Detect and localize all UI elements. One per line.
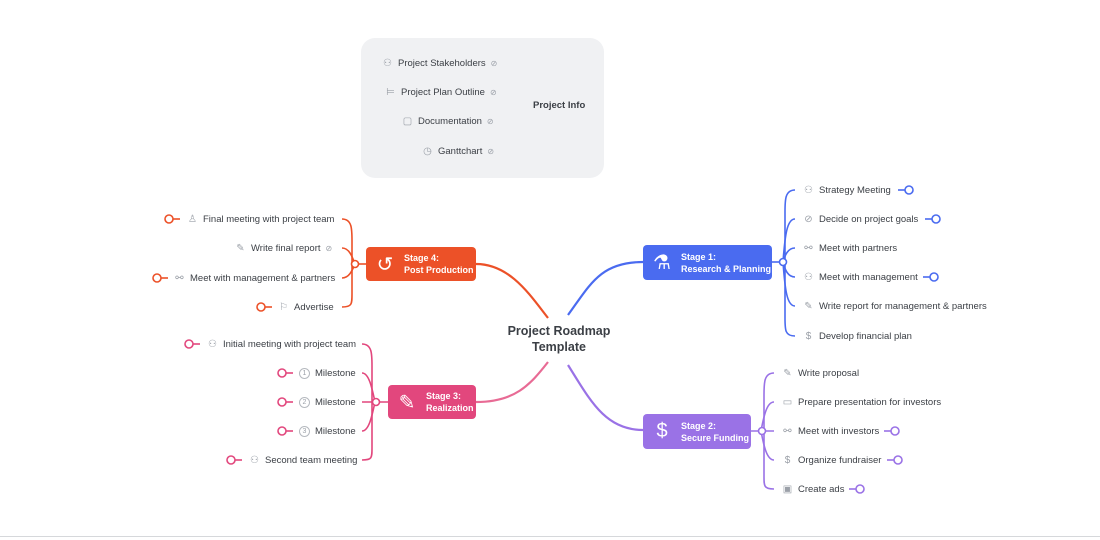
people-icon: ⚇ [250, 454, 259, 466]
people-icon: ⚇ [804, 184, 813, 196]
stage1-item-strategy-meeting[interactable]: ⚇Strategy Meeting [804, 184, 891, 196]
stage4-item-meet-management-partners[interactable]: ⚯Meet with management & partners [175, 272, 336, 284]
pencil-icon: ✎ [236, 242, 245, 254]
info-item-plan-outline[interactable]: ⊨ Project Plan Outline ⊘ [386, 86, 497, 98]
pencil-icon: ✎ [804, 300, 813, 312]
stage1-item-project-goals[interactable]: ⊘Decide on project goals [804, 213, 919, 225]
handshake-icon: ⚯ [804, 242, 813, 254]
stage3-link-markers [184, 339, 293, 465]
dollar-icon: $ [656, 420, 668, 442]
stage1-node [778, 257, 788, 267]
person-icon: ♙ [188, 213, 197, 225]
attachment-icon[interactable]: ⊘ [325, 243, 333, 253]
connector-stage4 [475, 262, 549, 319]
presentation-icon: ▭ [782, 396, 793, 408]
stage4-topic[interactable]: ↺ Stage 4:Post Production [366, 247, 476, 281]
stage2-link-markers [849, 426, 903, 494]
stage1-item-meet-partners[interactable]: ⚯Meet with partners [804, 242, 898, 254]
stage2-topic[interactable]: $ Stage 2:Secure Funding [643, 414, 751, 449]
stage1-item-financial-plan[interactable]: $Develop financial plan [803, 329, 912, 343]
clock-icon: ◷ [423, 145, 432, 157]
history-icon: ↺ [376, 253, 394, 276]
stage1-link-markers [898, 185, 941, 282]
bottom-divider [0, 536, 1100, 537]
outline-icon: ⊨ [386, 86, 395, 98]
connector-stage2 [567, 364, 644, 432]
central-topic[interactable]: Project Roadmap Template [507, 324, 611, 354]
people-icon: ⚇ [383, 57, 392, 69]
project-info-panel [361, 38, 604, 178]
stage3-node [371, 397, 381, 407]
stage1-item-meet-management[interactable]: ⚇Meet with management [804, 271, 918, 283]
dollar-icon: $ [805, 330, 812, 342]
handshake-icon: ⚯ [175, 272, 184, 284]
stage2-item-write-proposal[interactable]: ✎Write proposal [783, 367, 860, 379]
stage2-item-meet-investors[interactable]: ⚯Meet with investors [783, 425, 880, 437]
stage2-node [757, 426, 767, 436]
pencil-icon: ✎ [783, 367, 792, 379]
stage4-item-final-report[interactable]: ✎Write final report⊘ [236, 242, 333, 254]
stage3-topic[interactable]: ✎ Stage 3:Realization [388, 385, 476, 419]
stage3-item-initial-meeting[interactable]: ⚇Initial meeting with project team [208, 338, 357, 350]
connector-stage1 [567, 260, 644, 316]
stage1-item-write-report[interactable]: ✎Write report for management & partners [804, 300, 987, 312]
info-item-documentation[interactable]: ▢ Documentation ⊘ [402, 115, 494, 127]
dollar-icon: $ [784, 454, 791, 466]
image-icon: ▣ [782, 483, 793, 495]
attachment-icon[interactable]: ⊘ [486, 116, 494, 126]
stage1-topic[interactable]: ⚗ Stage 1:Research & Planning [643, 245, 772, 280]
people-icon: ⚇ [208, 338, 217, 350]
info-item-ganttchart[interactable]: ◷ Ganttchart ⊘ [423, 145, 495, 157]
pencil-icon: ✎ [398, 391, 416, 414]
project-info-title[interactable]: Project Info [533, 100, 586, 111]
number-2-icon: 2 [299, 396, 310, 408]
number-3-icon: 3 [299, 425, 310, 437]
stage4-link-markers [152, 214, 272, 312]
stage2-item-create-ads[interactable]: ▣Create ads [782, 483, 845, 495]
stage2-item-presentation[interactable]: ▭Prepare presentation for investors [782, 396, 942, 408]
stage3-item-second-meeting[interactable]: ⚇Second team meeting [250, 454, 358, 466]
attachment-icon[interactable]: ⊘ [489, 87, 497, 97]
check-circle-icon: ⊘ [804, 213, 813, 225]
handshake-icon: ⚯ [783, 425, 792, 437]
connector-stage3 [475, 361, 549, 404]
stage4-item-advertise[interactable]: ⚐Advertise [279, 301, 334, 313]
document-icon: ▢ [402, 115, 413, 127]
attachment-icon[interactable]: ⊘ [487, 146, 495, 156]
attachment-icon[interactable]: ⊘ [490, 58, 498, 68]
people-icon: ⚇ [804, 271, 813, 283]
megaphone-icon: ⚐ [279, 301, 288, 313]
number-1-icon: 1 [299, 367, 310, 379]
stage4-item-final-meeting[interactable]: ♙Final meeting with project team [188, 213, 335, 225]
stage2-item-fundraiser[interactable]: $Organize fundraiser [782, 453, 882, 467]
info-item-stakeholders[interactable]: ⚇ Project Stakeholders ⊘ [383, 57, 498, 69]
test-tube-icon: ⚗ [653, 252, 671, 274]
stage4-node [350, 259, 360, 269]
